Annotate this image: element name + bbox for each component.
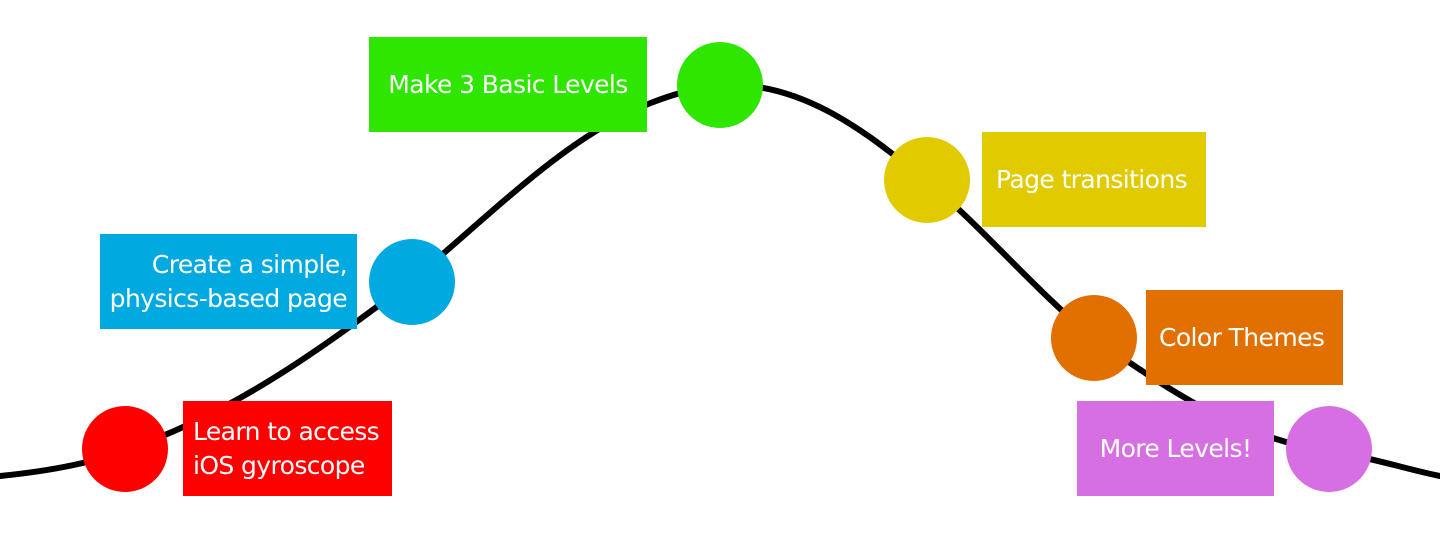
milestone-dot-page-transitions <box>884 137 970 223</box>
milestone-label-basic-levels: Make 3 Basic Levels <box>369 37 647 132</box>
milestone-label-gyroscope: Learn to access iOS gyroscope <box>183 401 392 496</box>
milestone-label-physics-page: Create a simple, physics-based page <box>100 234 357 329</box>
milestone-label-color-themes: Color Themes <box>1146 290 1343 385</box>
milestone-label-line: Learn to access <box>193 416 380 446</box>
milestone-label-line: More Levels! <box>1099 433 1252 463</box>
milestone-dot-gyroscope <box>82 406 168 492</box>
milestone-dot-more-levels <box>1286 406 1372 492</box>
milestone-label-line: Create a simple, <box>151 249 348 279</box>
milestone-label-line: physics-based page <box>109 283 348 313</box>
milestone-label-line: iOS gyroscope <box>193 450 365 480</box>
milestone-label-page-transitions: Page transitions <box>982 132 1206 227</box>
milestone-label-line: Color Themes <box>1159 322 1325 352</box>
milestone-dot-basic-levels <box>677 42 763 128</box>
milestone-label-line: Make 3 Basic Levels <box>388 69 628 99</box>
milestone-label-line: Page transitions <box>996 164 1188 194</box>
milestone-dot-physics-page <box>369 239 455 325</box>
milestone-dot-color-themes <box>1051 295 1137 381</box>
milestone-label-more-levels: More Levels! <box>1077 401 1274 496</box>
